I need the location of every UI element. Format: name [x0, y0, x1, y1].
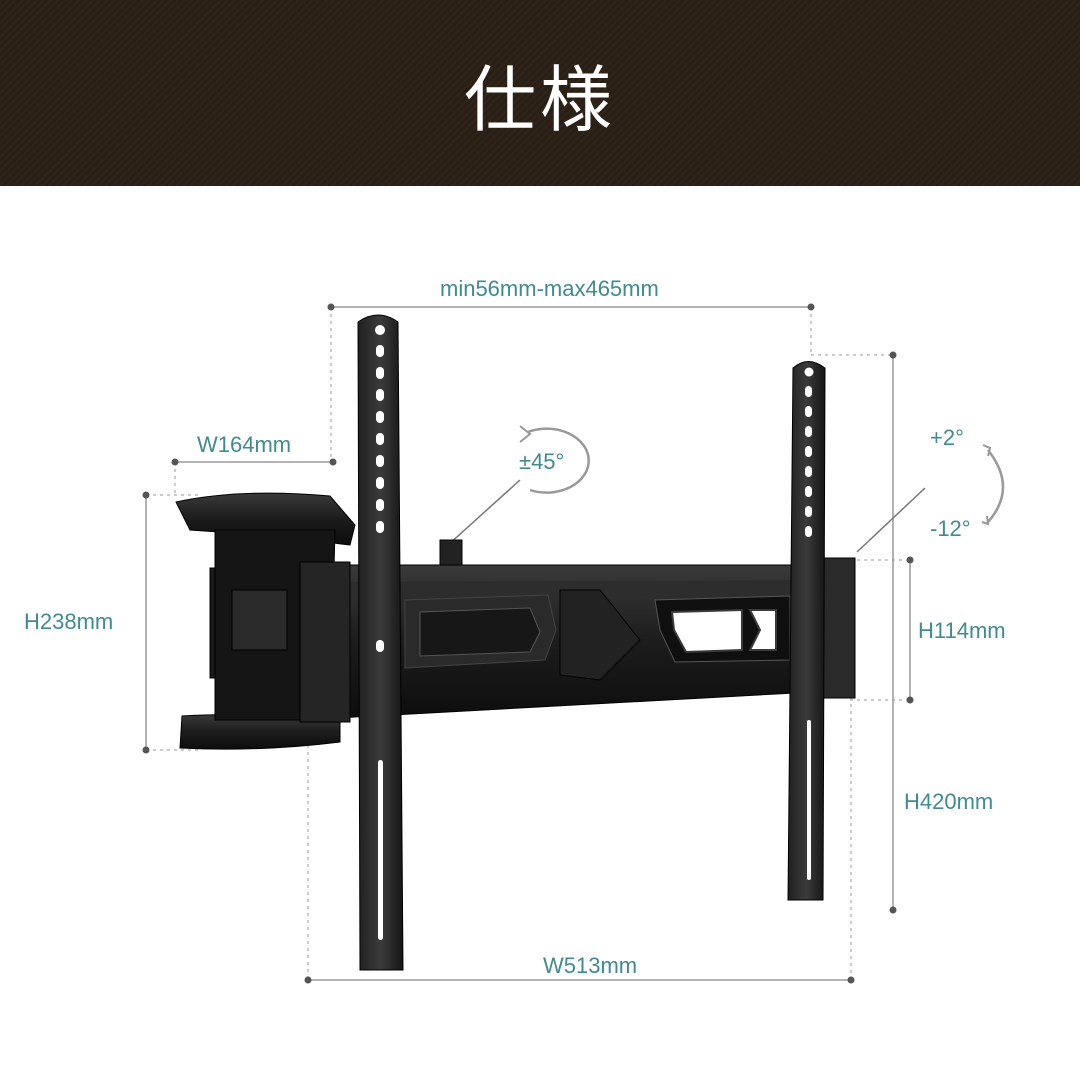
tilt-up-label: +2° — [930, 425, 964, 450]
header-banner: 仕様 — [0, 0, 1080, 186]
wall-plate-height-label: H238mm — [24, 609, 114, 634]
rotation-label: ±45° — [519, 449, 565, 474]
right-vertical-bracket — [787, 361, 826, 901]
swing-arm — [299, 539, 856, 723]
tilt-arrow-icon — [981, 444, 1005, 526]
tv-mount — [175, 314, 856, 971]
arm-depth-label: W164mm — [197, 432, 292, 457]
overall-width-label: W513mm — [543, 953, 638, 978]
tilt-down-label: -12° — [930, 516, 971, 541]
arm-height-label: H114mm — [918, 618, 1006, 643]
vesa-range-label: min56mm-max465mm — [440, 276, 659, 301]
header-title: 仕様 — [463, 57, 616, 142]
tv-mount-diagram — [142, 303, 1005, 984]
dimension-lines — [145, 306, 926, 981]
bracket-height-label: H420mm — [904, 789, 994, 814]
dimension-endpoints — [142, 303, 914, 984]
rotation-arrow-icon — [519, 425, 590, 494]
bracket-holes — [375, 325, 814, 940]
